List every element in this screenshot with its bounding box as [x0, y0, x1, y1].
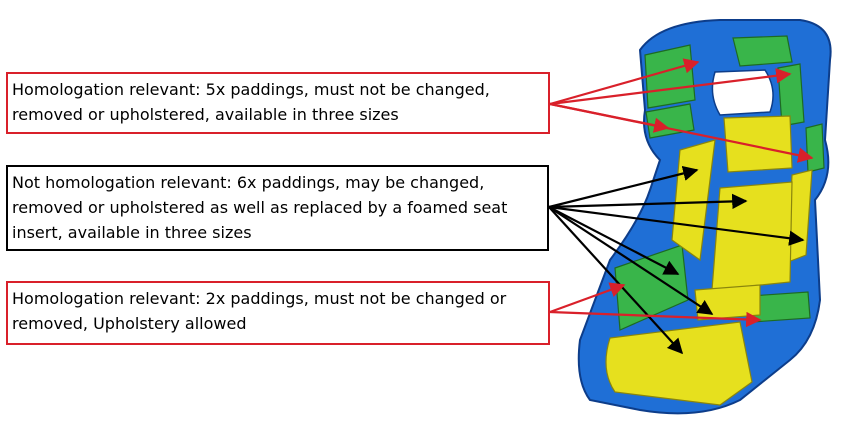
arrow: [549, 310, 762, 328]
arrow: [548, 193, 748, 210]
arrow: [548, 206, 714, 315]
homologation-two-text: Homologation relevant: 2x paddings, must…: [12, 289, 507, 333]
homologation-five-arrows: [549, 58, 814, 163]
arrow: [549, 68, 792, 106]
homologation-five-text: Homologation relevant: 5x paddings, must…: [12, 80, 490, 124]
arrow: [548, 206, 680, 275]
arrow: [549, 102, 814, 163]
arrow: [549, 58, 700, 106]
arrow: [549, 282, 626, 314]
arrow: [548, 206, 684, 355]
homologation-five-callout: Homologation relevant: 5x paddings, must…: [6, 72, 550, 134]
homologation-two-callout: Homologation relevant: 2x paddings, must…: [6, 281, 550, 345]
optional-paddings: [605, 115, 813, 406]
arrow: [548, 205, 805, 246]
not-homologation-six-callout: Not homologation relevant: 6x paddings, …: [6, 165, 549, 251]
not-homologation-six-arrows: [548, 165, 805, 355]
homologation-two-arrows: [549, 282, 762, 328]
homologation-paddings: [614, 35, 825, 331]
arrow: [548, 165, 699, 209]
not-homologation-six-text: Not homologation relevant: 6x paddings, …: [12, 173, 508, 242]
